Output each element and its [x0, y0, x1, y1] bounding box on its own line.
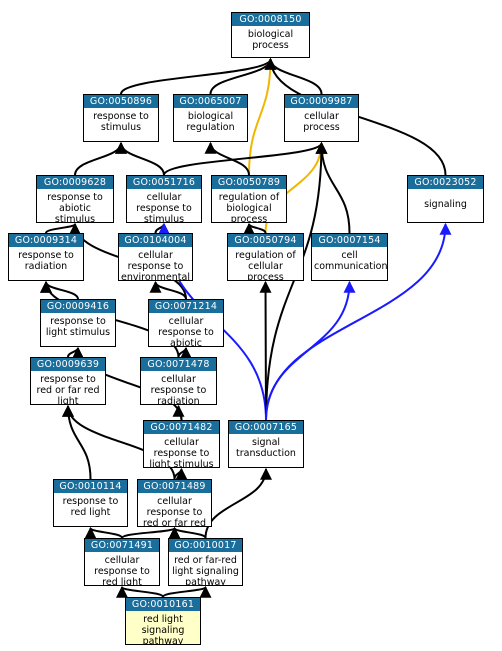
go-id: GO:0009314 [9, 234, 83, 247]
edge-is_a-2 [264, 57, 323, 95]
go-id: GO:0071214 [149, 300, 223, 313]
go-term-label: red light signaling pathway [141, 614, 185, 645]
go-node-0050794[interactable]: GO:0050794 regulation of cellular proces… [227, 233, 304, 281]
go-id: GO:0050789 [212, 176, 286, 189]
edge-is_a-12 [45, 222, 81, 235]
go-node-0071491[interactable]: GO:0071491 cellular response to red ligh… [84, 538, 160, 586]
go-term-label: regulation of cellular process [235, 250, 296, 281]
go-term-label: biological process [247, 29, 294, 51]
go-term-label: regulation of biological process [218, 192, 280, 223]
go-node-0007165[interactable]: GO:0007165 signal transduction [228, 420, 304, 468]
go-id: GO:0010017 [169, 539, 242, 552]
go-id: GO:0010161 [126, 598, 200, 611]
edge-is_a-8 [163, 141, 328, 176]
go-term-label: response to red or far red light [36, 374, 100, 405]
go-node-0023052[interactable]: GO:0023052 signaling [407, 175, 484, 223]
go-node-0009639[interactable]: GO:0009639 response to red or far red li… [30, 357, 106, 405]
edge-is_a-32 [168, 526, 207, 539]
go-id: GO:0050794 [228, 234, 303, 247]
go-id: GO:0009628 [37, 176, 113, 189]
edge-is_a-31 [121, 526, 181, 539]
go-node-0009314[interactable]: GO:0009314 response to radiation [8, 233, 84, 281]
go-term-label: cellular response to light stimulus [149, 437, 214, 468]
go-node-0071489[interactable]: GO:0071489 cellular response to red or f… [137, 479, 212, 527]
go-id: GO:0007165 [229, 421, 303, 434]
go-term-label: red or far-red light signaling pathway [172, 555, 239, 586]
edge-is_a-30 [84, 526, 123, 539]
go-term-label: response to light stimulus [45, 316, 111, 338]
go-node-0010161[interactable]: GO:0010161 red light signaling pathway [125, 597, 201, 645]
go-term-label: cellular response to environmental [121, 250, 190, 281]
go-term-label: cell communication [314, 250, 388, 272]
go-id: GO:0009987 [285, 95, 358, 108]
edge-is_a-34 [116, 585, 164, 598]
go-id: GO:0071489 [138, 480, 211, 493]
go-node-0051716[interactable]: GO:0051716 cellular response to stimulus [126, 175, 202, 223]
edge-is_a-7 [204, 141, 250, 176]
go-id: GO:0051716 [127, 176, 201, 189]
edge-is_a-13 [154, 222, 170, 235]
go-id: GO:0009639 [31, 358, 105, 371]
edge-is_a-18 [67, 346, 84, 359]
edge-is_a-11 [265, 141, 328, 421]
edge-is_a-24 [259, 280, 272, 421]
edge-is_a-19 [177, 346, 192, 359]
go-id: GO:0008150 [232, 13, 309, 26]
go-node-0104004[interactable]: GO:0104004 cellular response to environm… [118, 233, 193, 281]
go-term-label: cellular response to abiotic [158, 316, 214, 347]
edge-is_a-14 [243, 222, 267, 235]
edge-regulates-26 [265, 222, 452, 421]
go-term-label: response to stimulus [93, 111, 149, 133]
go-term-label: cellular response to red light [94, 555, 150, 586]
go-node-0065007[interactable]: GO:0065007 biological regulation [173, 94, 248, 142]
go-term-label: signal transduction [236, 437, 296, 459]
go-term-label: signaling [424, 199, 467, 210]
edge-is_a-0 [120, 57, 277, 95]
go-id: GO:0007154 [312, 234, 387, 247]
go-id: GO:0071478 [141, 358, 216, 371]
go-term-label: cellular response to stimulus [136, 192, 192, 223]
edge-is_a-28 [173, 467, 188, 480]
go-id: GO:0050896 [84, 95, 158, 108]
go-node-0010114[interactable]: GO:0010114 response to red light [53, 479, 128, 527]
go-id: GO:0010114 [54, 480, 127, 493]
edge-is_a-1 [209, 57, 277, 95]
go-id: GO:0071491 [85, 539, 159, 552]
edge-is_a-10 [315, 141, 351, 234]
go-node-0010017[interactable]: GO:0010017 red or far-red light signalin… [168, 538, 243, 586]
go-id: GO:0065007 [174, 95, 247, 108]
go-term-label: response to abiotic stimulus [47, 192, 103, 223]
go-node-0007154[interactable]: GO:0007154 cell communication [311, 233, 388, 281]
go-node-0071478[interactable]: GO:0071478 cellular response to radiatio… [140, 357, 217, 405]
go-id: GO:0104004 [119, 234, 192, 247]
go-id: GO:0009416 [41, 300, 115, 313]
go-term-label: response to radiation [18, 250, 74, 272]
edge-is_a-33 [204, 467, 272, 539]
go-term-label: response to red light [62, 496, 119, 518]
go-node-0050789[interactable]: GO:0050789 regulation of biological proc… [211, 175, 287, 223]
go-id: GO:0023052 [408, 176, 483, 189]
go-term-label: cellular response to radiation [150, 374, 207, 405]
go-term-label: cellular response to red or far red [143, 496, 206, 527]
go-node-0009628[interactable]: GO:0009628 response to abiotic stimulus [36, 175, 114, 223]
go-node-0071214[interactable]: GO:0071214 cellular response to abiotic [148, 299, 224, 347]
edge-is_a-15 [40, 280, 79, 300]
go-node-0008150[interactable]: GO:0008150 biological process [231, 12, 310, 58]
go-node-0071482[interactable]: GO:0071482 cellular response to light st… [143, 420, 220, 468]
go-node-0009987[interactable]: GO:0009987 cellular process [284, 94, 359, 142]
go-node-0050896[interactable]: GO:0050896 response to stimulus [83, 94, 159, 142]
go-term-label: cellular process [303, 111, 340, 133]
go-node-0009416[interactable]: GO:0009416 response to light stimulus [40, 299, 116, 347]
edge-is_a-35 [162, 585, 212, 598]
edge-is_a-6 [115, 141, 165, 176]
go-term-label: biological regulation [186, 111, 235, 133]
go-id: GO:0071482 [144, 421, 219, 434]
edge-is_a-5 [74, 141, 127, 176]
